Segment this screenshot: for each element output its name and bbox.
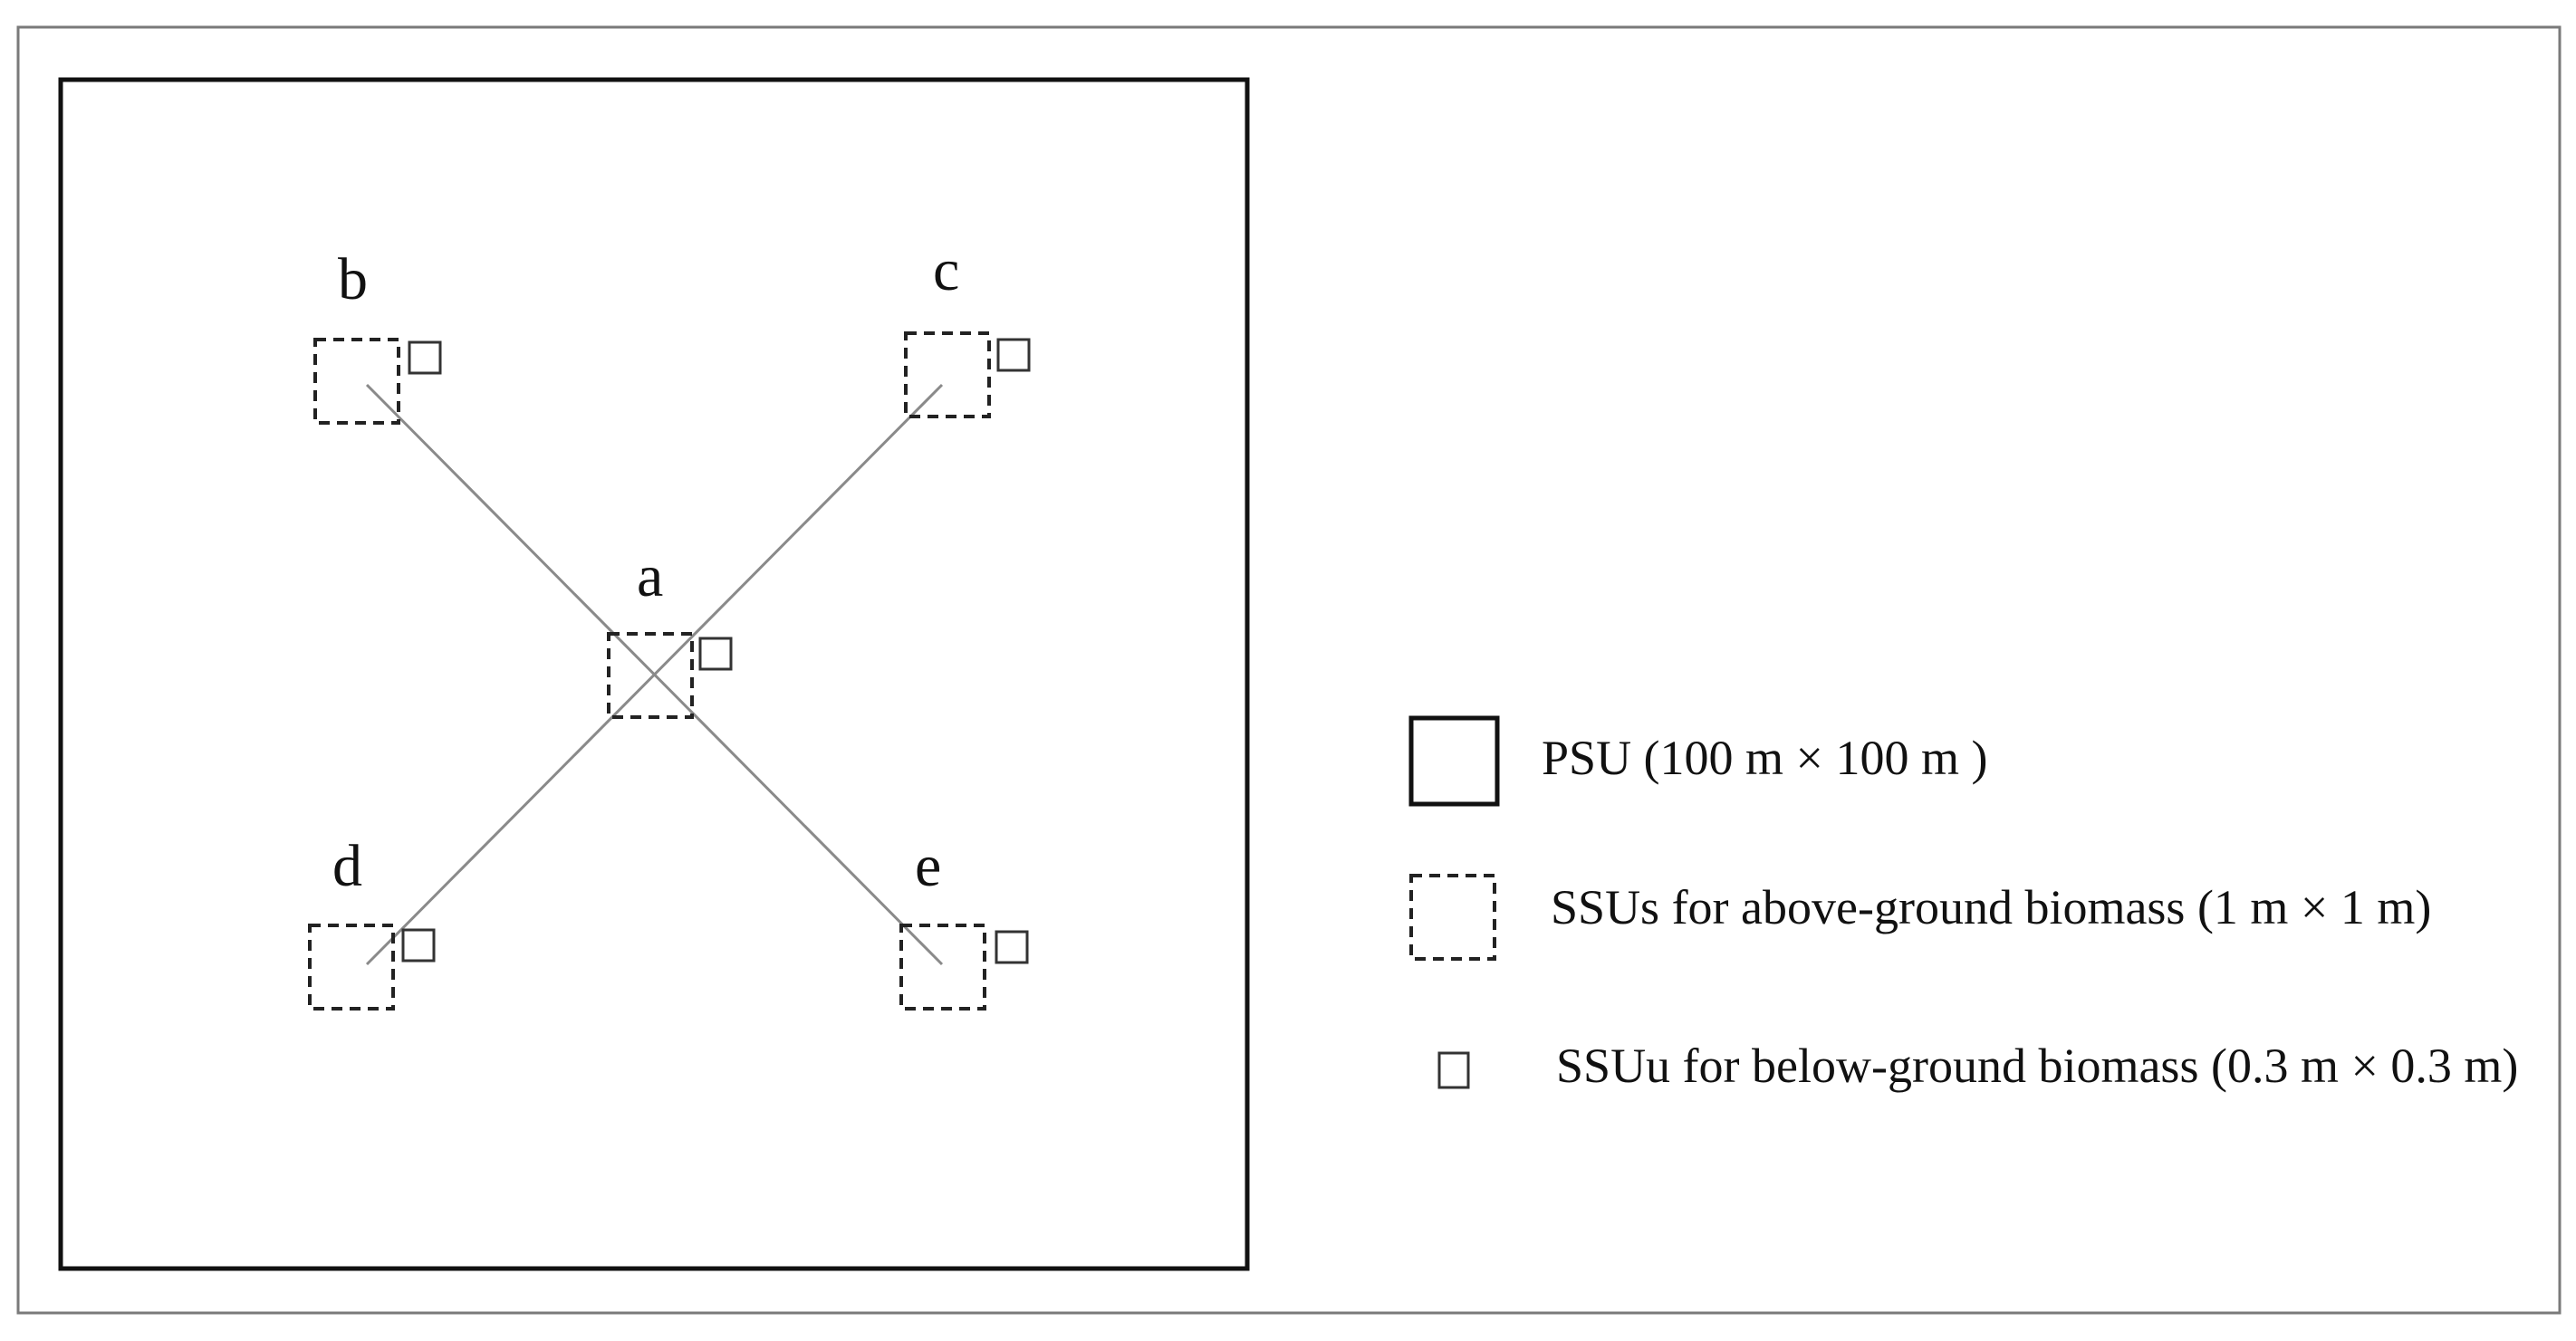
ssu-above-a xyxy=(607,632,694,719)
ssu-below-c xyxy=(996,338,1031,372)
label-d: d xyxy=(332,833,362,899)
ssu-below-d xyxy=(401,928,436,963)
legend-item-ssu-below: SSUu for below-ground biomass (0.3 m × 0… xyxy=(1437,1039,2518,1093)
plot-a: a xyxy=(607,543,733,719)
plot-c: c xyxy=(904,237,1031,418)
psu-square xyxy=(58,77,1250,1271)
ssu-below-e xyxy=(995,930,1029,964)
ssu-below-b xyxy=(408,340,442,375)
label-b: b xyxy=(338,246,368,312)
legend-item-ssu-above: SSUs for above-ground biomass (1 m × 1 m… xyxy=(1409,874,2431,961)
legend-ssu-below-swatch xyxy=(1437,1051,1470,1089)
legend-ssu-above-label: SSUs for above-ground biomass (1 m × 1 m… xyxy=(1551,880,2431,934)
legend-ssu-above-swatch xyxy=(1409,874,1496,961)
legend: PSU (100 m × 100 m ) SSUs for above-grou… xyxy=(1408,715,2518,1093)
ssu-above-b xyxy=(313,338,400,425)
legend-item-psu: PSU (100 m × 100 m ) xyxy=(1408,715,1988,807)
ssu-below-a xyxy=(698,637,733,671)
ssu-above-e xyxy=(899,924,986,1011)
plot-b: b xyxy=(313,246,442,425)
legend-ssu-below-label: SSUu for below-ground biomass (0.3 m × 0… xyxy=(1556,1039,2518,1093)
ssu-above-d xyxy=(308,924,395,1011)
figure-frame xyxy=(16,25,2562,1315)
legend-psu-swatch xyxy=(1408,715,1500,807)
label-e: e xyxy=(915,833,941,899)
ssu-above-c xyxy=(904,331,991,418)
legend-psu-label: PSU (100 m × 100 m ) xyxy=(1542,731,1988,785)
label-a: a xyxy=(637,543,663,609)
plot-d: d xyxy=(308,833,436,1011)
label-c: c xyxy=(933,237,959,303)
plot-e: e xyxy=(899,833,1029,1011)
transect-line-c-d xyxy=(365,383,944,966)
